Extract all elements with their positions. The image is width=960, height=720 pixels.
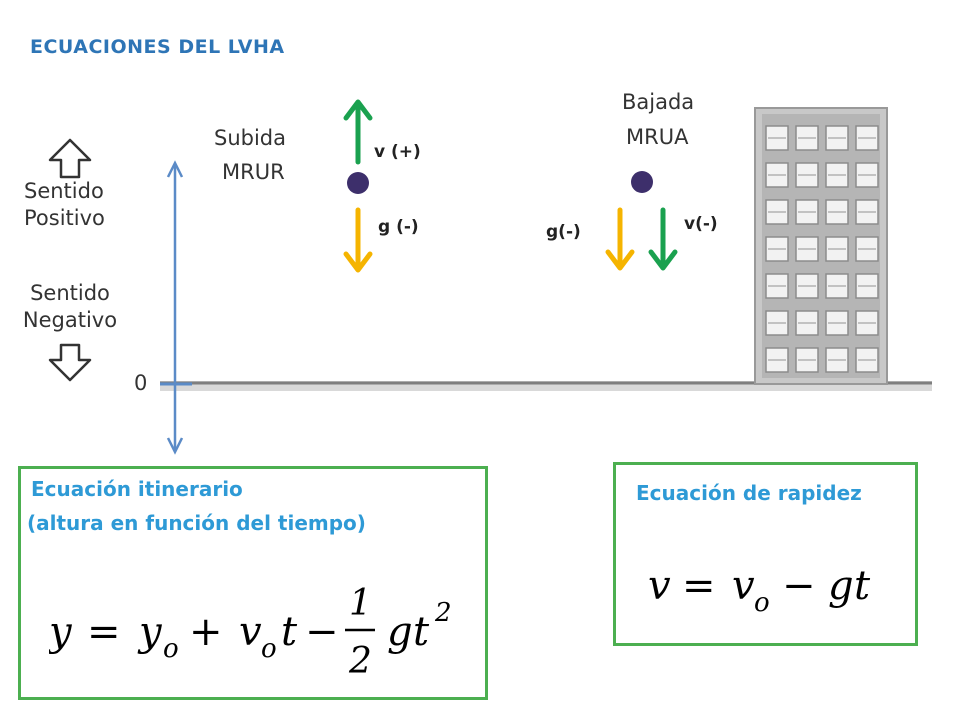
svg-text:v: v bbox=[239, 609, 262, 655]
svg-text:y: y bbox=[137, 609, 163, 655]
positive-sense-line2: Positivo bbox=[24, 206, 105, 230]
positive-sense-label: Sentido Positivo bbox=[24, 178, 105, 232]
speed-equation: v = v o − g t bbox=[648, 557, 908, 627]
axis-zero-label: 0 bbox=[134, 371, 148, 395]
gravity-subida-label: g (-) bbox=[378, 217, 419, 237]
subida-type-label: MRUR bbox=[222, 160, 285, 184]
svg-text:t: t bbox=[854, 563, 871, 609]
svg-text:1: 1 bbox=[349, 583, 372, 624]
negative-sense-line1: Sentido bbox=[30, 281, 110, 305]
svg-text:v: v bbox=[732, 563, 755, 609]
building-icon bbox=[754, 107, 888, 385]
gravity-arrow-bajada bbox=[605, 207, 635, 271]
svg-text:g: g bbox=[387, 609, 413, 655]
svg-text:g: g bbox=[828, 563, 854, 609]
vertical-axis bbox=[160, 160, 192, 455]
velocity-up-arrow bbox=[343, 99, 373, 165]
svg-text:t: t bbox=[281, 609, 298, 655]
speed-box-title: Ecuación de rapidez bbox=[636, 481, 862, 505]
bajada-label: Bajada bbox=[622, 90, 695, 114]
positive-sense-line1: Sentido bbox=[24, 179, 104, 203]
svg-text:2: 2 bbox=[434, 598, 452, 628]
ground-shadow bbox=[160, 381, 932, 391]
bajada-type-label: MRUA bbox=[626, 125, 689, 149]
itinerary-equation: y = y o + v o t − 1 2 g t 2 bbox=[49, 577, 479, 687]
itinerary-title-line1: Ecuación itinerario bbox=[31, 477, 243, 501]
itinerary-equation-svg: y = y o + v o t − 1 2 g t 2 bbox=[49, 583, 452, 682]
velocity-subida-label: v (+) bbox=[374, 142, 421, 162]
svg-text:t: t bbox=[413, 609, 430, 655]
svg-text:o: o bbox=[261, 634, 277, 664]
svg-text:o: o bbox=[163, 634, 179, 664]
itinerary-title-line2: (altura en función del tiempo) bbox=[27, 511, 366, 535]
negative-sense-line2: Negativo bbox=[22, 308, 118, 332]
velocity-bajada-label: v(-) bbox=[684, 214, 718, 234]
svg-text:2: 2 bbox=[348, 641, 372, 682]
itinerary-equation-box: Ecuación itinerario (altura en función d… bbox=[18, 466, 488, 700]
page-title: ECUACIONES DEL LVHA bbox=[30, 36, 285, 58]
gravity-arrow-subida bbox=[343, 207, 373, 273]
svg-text:=: = bbox=[87, 609, 121, 655]
velocity-down-arrow bbox=[648, 207, 678, 271]
negative-sense-label: Sentido Negativo bbox=[14, 280, 126, 334]
speed-equation-svg: v = v o − g t bbox=[648, 563, 871, 618]
gravity-bajada-label: g(-) bbox=[546, 222, 581, 242]
down-arrow-outline-icon bbox=[48, 343, 92, 382]
ball-subida bbox=[347, 172, 369, 194]
ball-bajada bbox=[631, 171, 653, 193]
subida-label: Subida bbox=[214, 126, 287, 150]
speed-equation-box: Ecuación de rapidez v = v o − g t bbox=[613, 462, 918, 646]
svg-text:−: − bbox=[782, 563, 816, 609]
svg-text:y: y bbox=[49, 609, 73, 655]
up-arrow-outline-icon bbox=[48, 138, 92, 179]
svg-text:+: + bbox=[189, 609, 223, 655]
svg-text:−: − bbox=[305, 609, 339, 655]
svg-text:v: v bbox=[648, 563, 671, 609]
svg-text:=: = bbox=[682, 563, 716, 609]
svg-text:o: o bbox=[754, 588, 770, 618]
